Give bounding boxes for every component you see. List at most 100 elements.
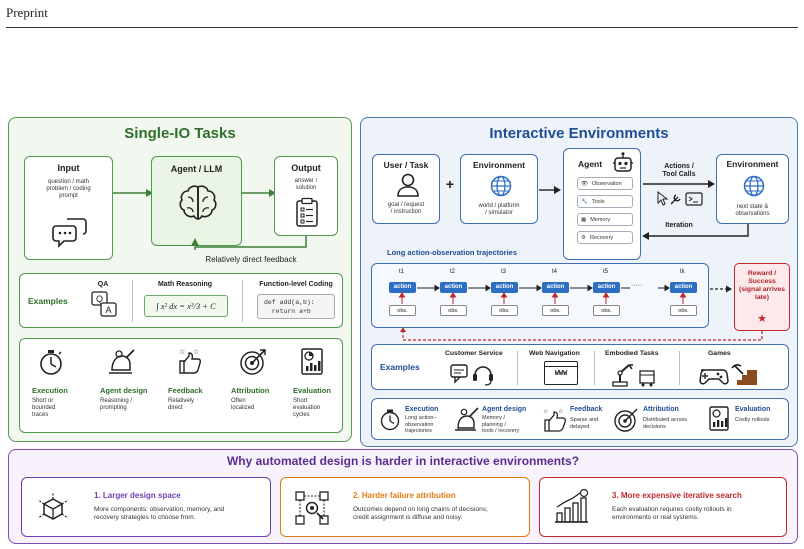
output-box: Output answer / solution: [274, 156, 338, 236]
reward-label: Reward / Success (signal arrives late): [738, 270, 786, 301]
thumbs-up-stars-icon: ☆ ☆: [179, 348, 202, 374]
stopwatch-icon: [380, 409, 400, 431]
svg-text:☆: ☆: [179, 348, 185, 356]
card-design-space-desc: More components: observation, memory, an…: [94, 506, 225, 521]
step-label-4: t4: [552, 269, 558, 275]
qa-icon: Q A: [91, 291, 117, 317]
prop-attribution-title: Attribution: [231, 386, 270, 395]
dashed-arrow-reward: [710, 285, 732, 293]
environment-next-desc: next state &observations: [735, 204, 770, 217]
memory-chip-icon: ▦: [581, 216, 587, 223]
user-task-box: User / Task goal / request/ instruction: [372, 154, 440, 224]
why-harder-title: Why automated design is harder in intera…: [226, 454, 580, 468]
robot-arm-icon: [612, 364, 655, 387]
why-harder-panel: Why automated design is harder in intera…: [8, 449, 798, 544]
interactive-examples: Examples Customer Service Web Navigation…: [371, 344, 789, 390]
svg-text:☆: ☆: [193, 348, 199, 356]
card-design-space: 1. Larger design space More components: …: [21, 477, 271, 537]
examples-label: Examples: [28, 296, 68, 306]
thumbs-up-stars-icon: ☆ ☆: [543, 408, 567, 432]
environment-next-title: Environment: [726, 159, 779, 169]
globe-icon: [490, 175, 512, 197]
agent-llm-title: Agent / LLM: [170, 164, 223, 174]
network-gear-icon: [295, 491, 329, 525]
module-recovery: ⚙Recovery: [577, 231, 633, 244]
step-label-3: t3: [501, 269, 507, 275]
target-icon: [614, 408, 638, 432]
svg-text:☆: ☆: [558, 408, 563, 415]
svg-text:A: A: [105, 305, 111, 315]
prop-attribution-title: Attribution: [643, 406, 679, 413]
function-coding-label: Function-level Coding: [259, 281, 333, 288]
divider: [679, 351, 680, 385]
interactive-env-title: Interactive Environments: [489, 125, 669, 142]
iteration-label: Iteration: [665, 222, 693, 229]
environment-box: Environment world / platform/ simulator: [460, 154, 538, 224]
obs-chip-1: obs.: [389, 305, 416, 316]
agent-design-icon: [109, 349, 135, 374]
report-chart-icon: [709, 406, 729, 431]
svg-text:☆: ☆: [543, 408, 548, 415]
action-chip-k: action: [670, 282, 697, 293]
reward-box: Reward / Success (signal arrives late) ★: [734, 263, 790, 331]
games-icon: [699, 364, 757, 385]
environment-next-box: Environment next state &observations: [716, 154, 789, 224]
feedback-label: Relatively direct feedback: [205, 255, 297, 264]
output-desc: answer / solution: [294, 178, 318, 191]
code-snippet: def add(a,b): return a+b: [257, 294, 335, 319]
card-expensive-search-desc: Each evaluation requires costly rollouts…: [612, 506, 732, 521]
input-title: Input: [57, 163, 80, 173]
trajectory-box: t1 t2 t3 t4 t5 tk action action action a…: [371, 263, 709, 328]
input-box: Input question / math problem / coding p…: [24, 156, 113, 260]
math-reasoning-label: Math Reasoning: [157, 281, 213, 288]
feedback-loop-arrow: [191, 236, 307, 250]
agent-llm-box: Agent / LLM: [151, 156, 242, 246]
trajectories-title: Long action-observation trajectories: [387, 248, 518, 257]
arrow-agent-env: [643, 180, 715, 188]
star-icon: ★: [757, 313, 767, 325]
action-chip-1: action: [389, 282, 416, 293]
arrow-agent-output: [242, 189, 276, 197]
card-failure-attribution: 2. Harder failure attribution Outcomes d…: [280, 477, 530, 537]
prop-execution-title: Execution: [405, 406, 439, 413]
card-expensive-search: 3. More expensive iterative search Each …: [539, 477, 787, 537]
step-label-5: t5: [603, 269, 609, 275]
card-failure-attribution-title: 2. Harder failure attribution: [353, 491, 456, 500]
card-expensive-search-title: 3. More expensive iterative search: [612, 491, 742, 500]
obs-chip-3: obs.: [491, 305, 518, 316]
action-chip-2: action: [440, 282, 467, 293]
math-formula: ∫ x² dx = x³/3 + C: [144, 295, 228, 317]
wrench-icon: 🔧: [581, 198, 588, 205]
prop-agent-design-title: Agent design: [100, 386, 148, 395]
step-label-k: tk: [680, 269, 685, 275]
module-observation: 👁Observation: [577, 177, 633, 190]
late-signal-dashed-line: [400, 327, 763, 341]
user-task-desc: goal / request/ instruction: [387, 202, 425, 215]
action-chip-3: action: [491, 282, 518, 293]
customer-service-icon: [450, 364, 493, 386]
action-chip-5: action: [593, 282, 620, 293]
agent-box: Agent 👁Observation 🔧Tools ▦Memory ⚙Recov…: [563, 148, 641, 260]
step-label-1: t1: [399, 269, 405, 275]
arrow-env-agent: [539, 186, 561, 194]
interactive-env-panel: Interactive Environments User / Task goa…: [360, 117, 798, 447]
examples-label: Examples: [380, 362, 420, 372]
www-label: WWW: [554, 370, 568, 378]
output-title: Output: [291, 163, 321, 173]
running-head: Preprint: [6, 5, 48, 20]
prop-agent-design-desc: Reasoning /prompting: [100, 398, 133, 411]
module-memory: ▦Memory: [577, 213, 633, 226]
trajectory-arrows: [398, 284, 687, 304]
prop-feedback-title: Feedback: [168, 386, 203, 395]
environment-desc: world / platform/ simulator: [478, 203, 520, 216]
obs-chip-4: obs.: [542, 305, 569, 316]
step-label-2: t2: [450, 269, 456, 275]
example-embodied-tasks: Embodied Tasks: [605, 350, 659, 357]
example-customer-service: Customer Service: [445, 350, 503, 357]
target-icon: [240, 349, 266, 375]
robot-icon: [613, 152, 633, 172]
